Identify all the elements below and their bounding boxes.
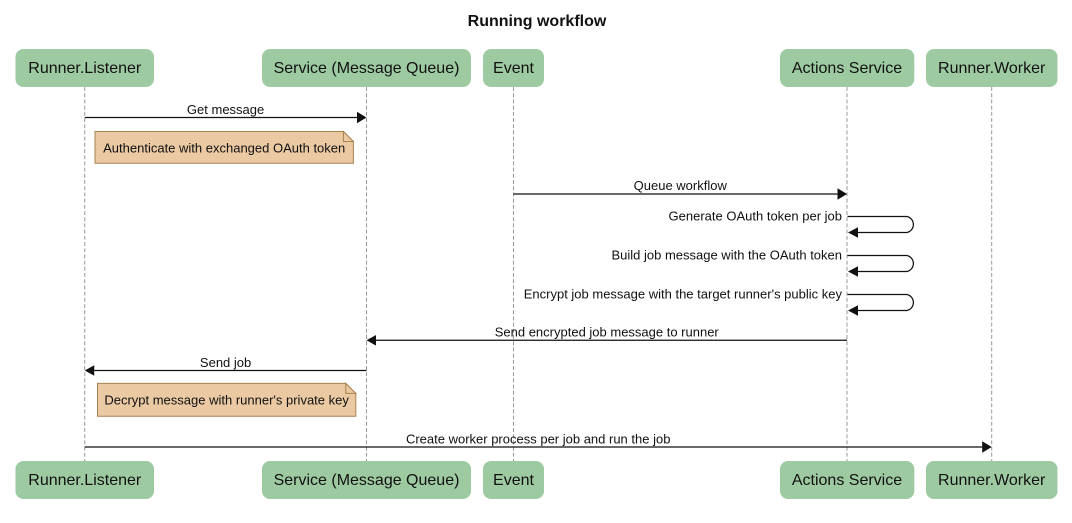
svg-text:Build job message with the OAu: Build job message with the OAuth token xyxy=(611,248,842,263)
svg-text:Service (Message Queue): Service (Message Queue) xyxy=(274,60,460,77)
svg-text:Get message: Get message xyxy=(187,102,264,117)
svg-text:Actions Service: Actions Service xyxy=(792,472,902,489)
svg-text:Runner.Listener: Runner.Listener xyxy=(28,60,142,77)
svg-text:Authenticate with exchanged OA: Authenticate with exchanged OAuth token xyxy=(103,141,345,156)
svg-text:Runner.Worker: Runner.Worker xyxy=(938,60,1046,77)
svg-text:Send job: Send job xyxy=(200,355,251,370)
svg-text:Create worker process per job: Create worker process per job and run th… xyxy=(406,432,670,447)
svg-text:Send encrypted job message to: Send encrypted job message to runner xyxy=(495,325,720,340)
svg-text:Actions Service: Actions Service xyxy=(792,60,902,77)
svg-text:Runner.Listener: Runner.Listener xyxy=(28,472,142,489)
svg-text:Event: Event xyxy=(493,60,534,77)
svg-text:Generate OAuth token per job: Generate OAuth token per job xyxy=(669,209,842,224)
svg-text:Service (Message Queue): Service (Message Queue) xyxy=(274,472,460,489)
svg-text:Queue workflow: Queue workflow xyxy=(634,178,728,193)
svg-text:Runner.Worker: Runner.Worker xyxy=(938,472,1046,489)
svg-text:Encrypt job message with the t: Encrypt job message with the target runn… xyxy=(524,287,843,302)
svg-text:Event: Event xyxy=(493,472,534,489)
svg-text:Decrypt message with runner's: Decrypt message with runner's private ke… xyxy=(104,393,349,408)
svg-text:Running workflow: Running workflow xyxy=(468,13,607,30)
